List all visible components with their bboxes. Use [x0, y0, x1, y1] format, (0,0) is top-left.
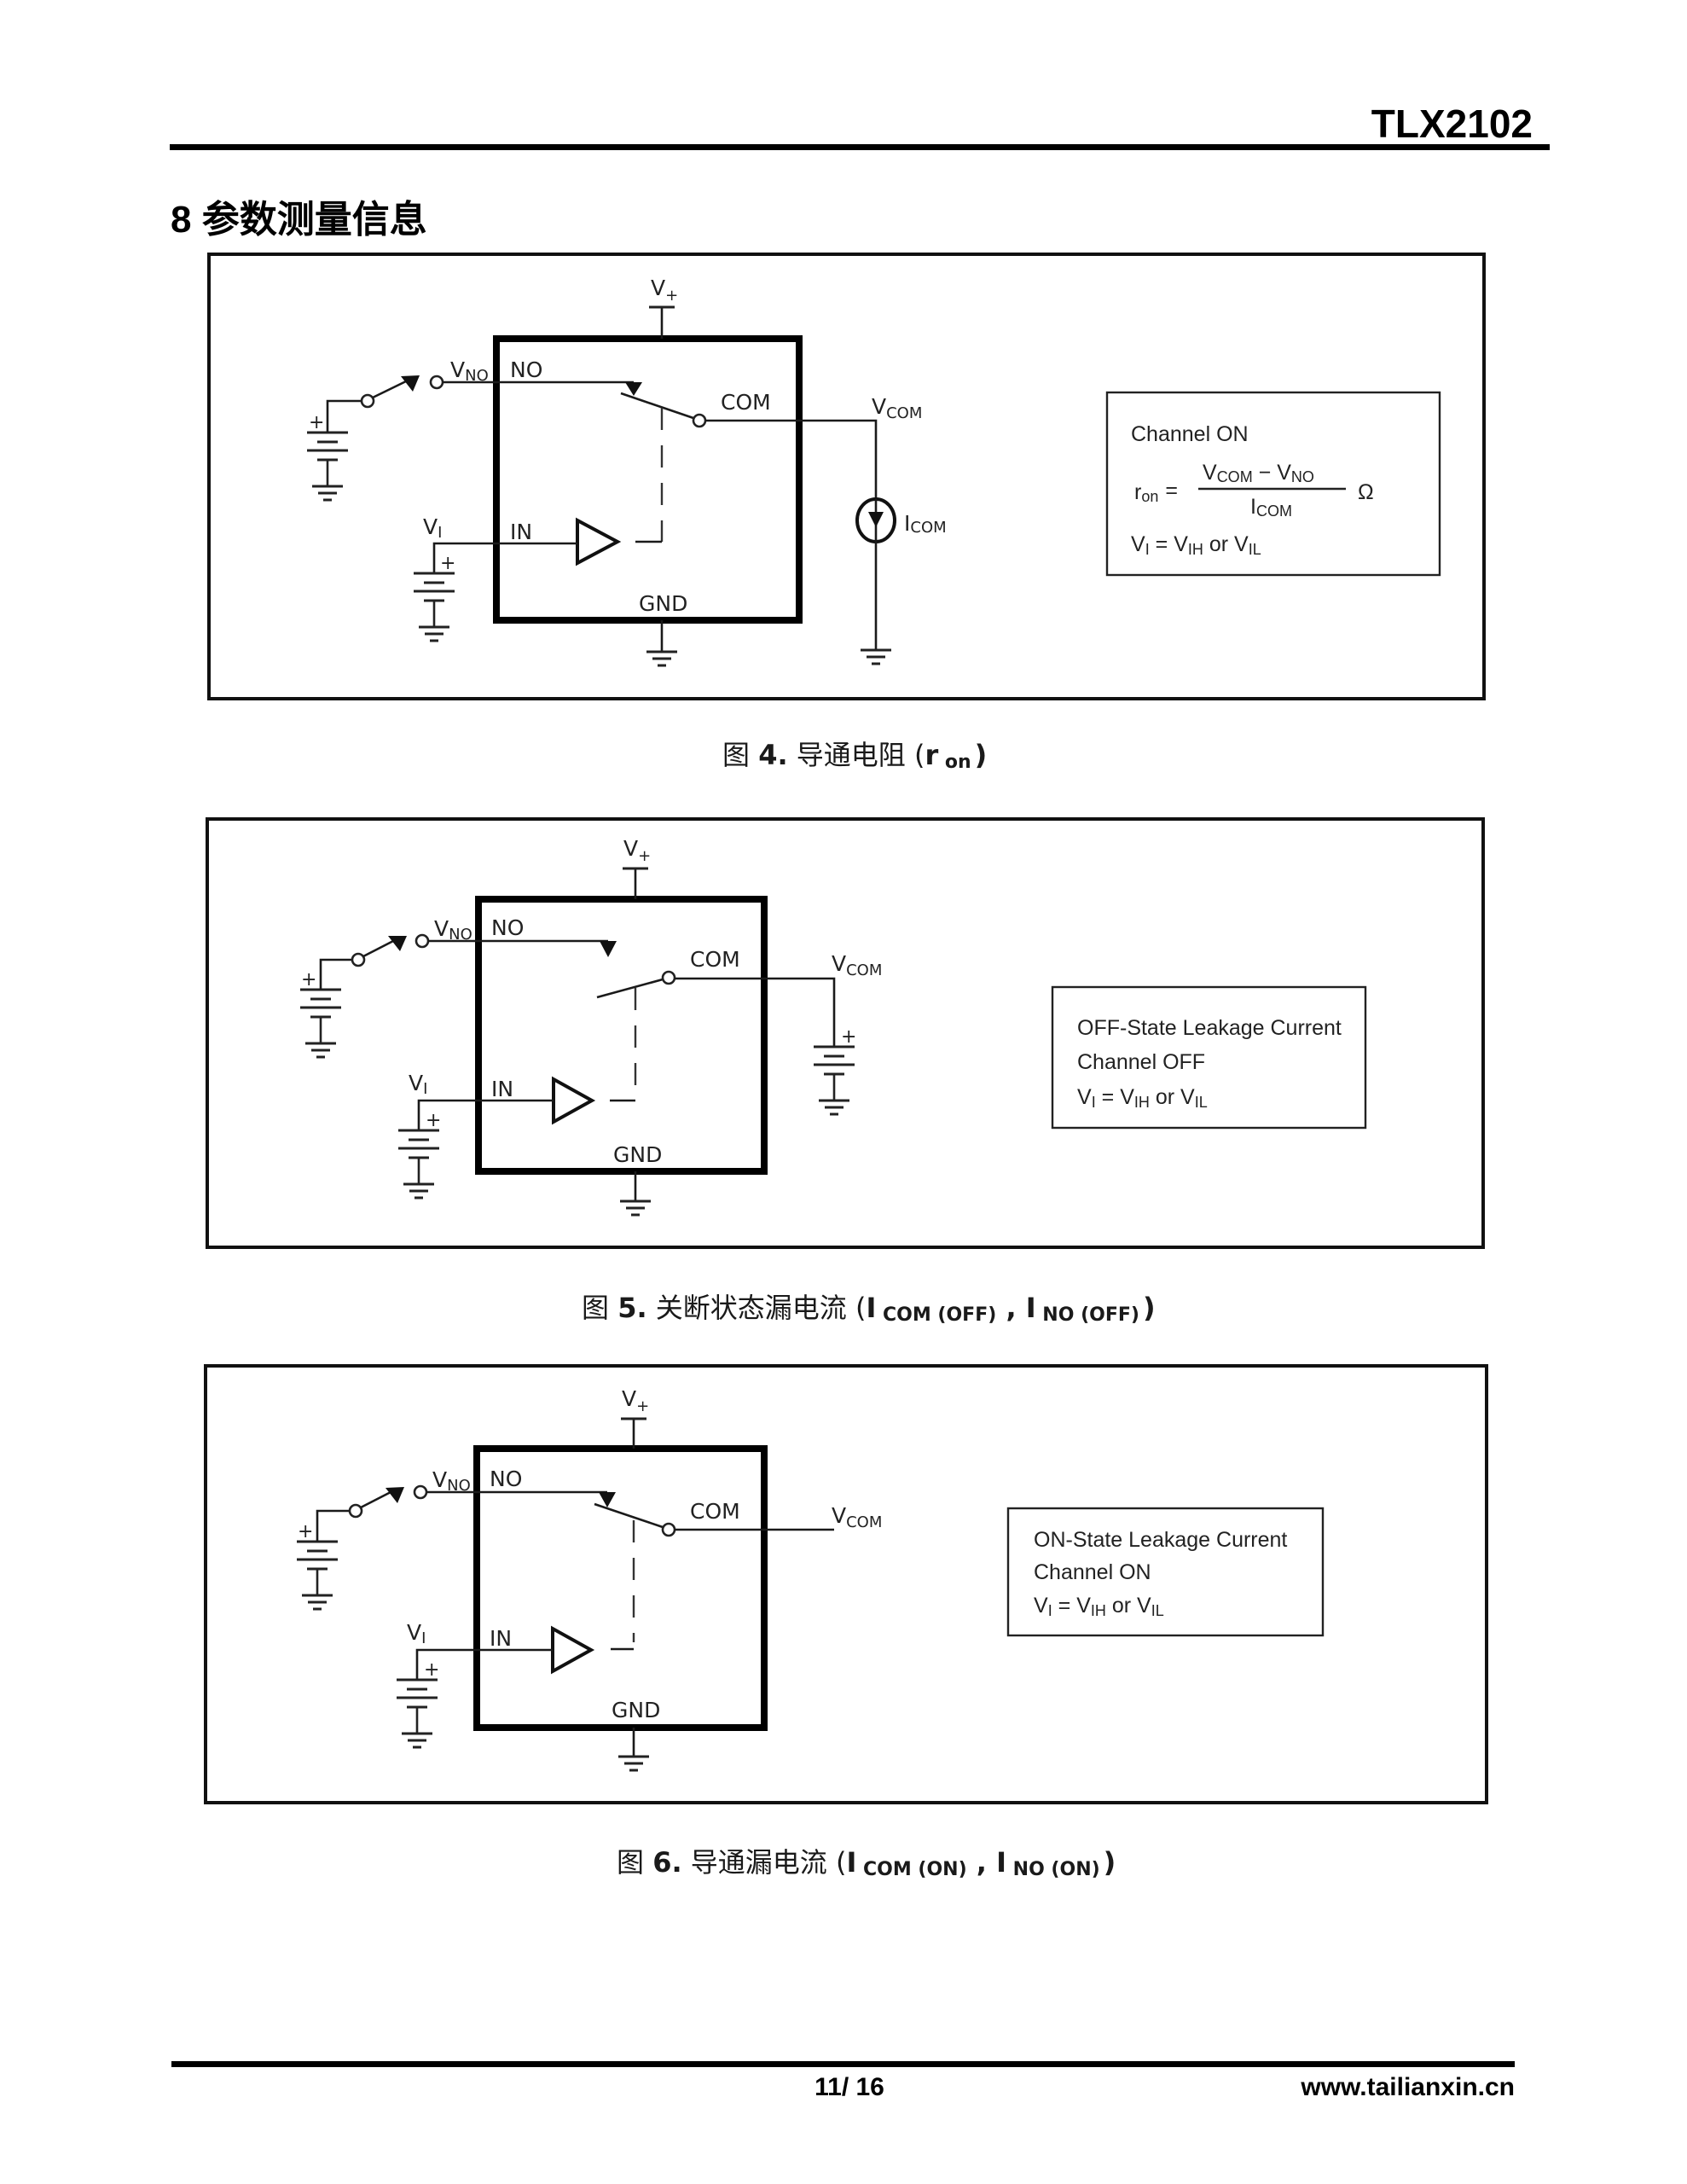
condition-note-box: [1051, 985, 1367, 1130]
battery-plus: +: [426, 1110, 441, 1131]
no-pin-label: NO: [510, 357, 542, 382]
note-line-1: ON-State Leakage Current: [1034, 1528, 1287, 1552]
condition-note-box: [1105, 391, 1441, 577]
input-condition: VI = VIH or VIL: [1131, 532, 1261, 558]
formula-denominator: ICOM: [1250, 495, 1292, 520]
gnd-pin-label: GND: [639, 591, 687, 616]
vi-label: VI: [423, 514, 442, 542]
input-condition: VI = VIH or VIL: [1034, 1594, 1164, 1619]
vcom-label: VCOM: [832, 951, 882, 979]
buffer-icon: [552, 1076, 596, 1125]
switch-chip: [493, 335, 803, 624]
vi-label: VI: [409, 1071, 427, 1098]
battery-icon: [814, 1047, 855, 1114]
v-plus-label: V+: [622, 1386, 649, 1415]
note-line-1: Channel ON: [1131, 422, 1249, 446]
icom-label: ICOM: [904, 511, 947, 537]
figure-6-caption: 图 6. 导通漏电流 (I COM (ON) , I NO (ON)): [617, 1846, 1116, 1880]
v-plus-label: V+: [651, 276, 678, 305]
ground-icon: [618, 1199, 652, 1217]
input-condition: VI = VIH or VIL: [1077, 1085, 1208, 1111]
ground-icon: [859, 648, 893, 665]
part-number: TLX2102: [1371, 102, 1533, 146]
switch-arrow-icon: [386, 1487, 404, 1503]
battery-icon: [398, 1130, 439, 1198]
figure-4-caption: 图 4. 导通电阻 (r on): [722, 739, 987, 773]
switch-arrow-icon: [388, 936, 407, 951]
gnd-pin-label: GND: [612, 1698, 660, 1722]
note-line-1: OFF-State Leakage Current: [1077, 1016, 1342, 1040]
figure-5-off-leakage: V+ + VNO NO COM VCOM + VI IN + GND OFF-S…: [206, 817, 1485, 1249]
vcom-label: VCOM: [832, 1503, 882, 1531]
switch-chip: [473, 1445, 768, 1731]
battery-plus: +: [298, 1521, 313, 1542]
no-contact-arrow-icon: [599, 1492, 616, 1507]
formula-lhs: ron=: [1134, 479, 1178, 505]
figure-5-caption: 图 5. 关断状态漏电流 (I COM (OFF) , I NO (OFF)): [582, 1292, 1156, 1326]
figure-4-on-resistance: V+ + VNO NO COM VCOM ICOM VI IN +: [207, 253, 1486, 700]
vno-label: VNO: [434, 916, 472, 944]
in-pin-label: IN: [490, 1626, 512, 1651]
switch-terminal-icon: [360, 393, 375, 409]
com-pin-label: COM: [721, 390, 771, 415]
figure-frame: [204, 1364, 1488, 1804]
battery-plus: +: [841, 1026, 856, 1048]
battery-icon: [397, 1680, 438, 1747]
battery-icon: [414, 573, 455, 641]
battery-plus: +: [424, 1659, 439, 1681]
figure-frame: [207, 253, 1486, 700]
vno-label: VNO: [432, 1467, 471, 1495]
v-plus-label: V+: [623, 836, 651, 865]
website-link[interactable]: www.tailianxin.cn: [1300, 2073, 1515, 2101]
battery-plus: +: [301, 969, 316, 990]
figure-frame: [206, 817, 1485, 1249]
no-contact-arrow-icon: [600, 941, 617, 957]
battery-icon: [307, 433, 348, 500]
battery-plus: +: [309, 412, 324, 433]
no-pin-label: NO: [490, 1467, 522, 1491]
battery-icon: [300, 990, 341, 1057]
formula-unit: Ω: [1358, 480, 1374, 504]
note-line-2: Channel OFF: [1077, 1050, 1205, 1074]
in-pin-label: IN: [491, 1077, 513, 1101]
battery-icon: [297, 1542, 338, 1609]
footer-rule: [171, 2061, 1515, 2067]
in-pin-label: IN: [510, 520, 532, 544]
page-number: 11/ 16: [815, 2073, 884, 2101]
switch-chip: [475, 896, 768, 1175]
no-pin-label: NO: [491, 915, 524, 940]
switch-terminal-icon: [351, 952, 366, 967]
condition-note-box: [1006, 1507, 1325, 1637]
battery-plus: +: [440, 553, 455, 574]
vcom-label: VCOM: [872, 394, 922, 422]
ground-icon: [617, 1755, 651, 1772]
switch-arrow-icon: [401, 375, 420, 392]
header-rule: [170, 144, 1550, 150]
com-terminal-icon: [661, 1522, 676, 1537]
switch-terminal-icon: [348, 1503, 363, 1519]
vno-terminal-icon: [413, 1484, 428, 1500]
com-pin-label: COM: [690, 1499, 740, 1524]
vno-terminal-icon: [415, 933, 430, 949]
note-line-2: Channel ON: [1034, 1560, 1151, 1584]
com-terminal-icon: [692, 413, 707, 428]
gnd-pin-label: GND: [613, 1142, 662, 1167]
com-terminal-icon: [661, 970, 676, 985]
section-title: 8 参数测量信息: [171, 199, 427, 241]
com-pin-label: COM: [690, 947, 740, 972]
figure-6-on-leakage: V+ + VNO NO COM VCOM VI IN + GND ON-Stat…: [204, 1364, 1488, 1804]
no-contact-arrow-icon: [625, 382, 642, 396]
formula-numerator: VCOM − VNO: [1203, 461, 1314, 485]
vi-label: VI: [407, 1620, 426, 1647]
buffer-icon: [576, 517, 622, 566]
vno-label: VNO: [450, 357, 489, 385]
ground-icon: [645, 650, 679, 667]
buffer-icon: [551, 1625, 595, 1675]
vno-terminal-icon: [429, 375, 444, 390]
